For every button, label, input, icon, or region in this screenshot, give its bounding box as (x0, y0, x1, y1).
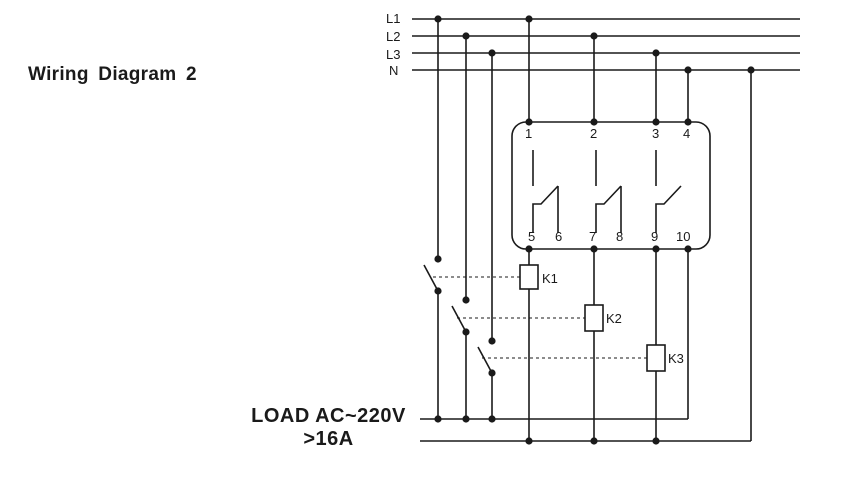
relay-module-box (511, 121, 711, 250)
terminal-2-label: 2 (590, 126, 597, 141)
contactor-pole-l3 (477, 53, 493, 419)
line-label-l3: L3 (386, 47, 400, 62)
relay-contact-2 (595, 150, 622, 233)
module-supply-wires (528, 19, 689, 122)
terminal-6-label: 6 (555, 229, 562, 244)
page-title: Wiring Diagram 2 (28, 64, 197, 85)
supply-bus (412, 18, 800, 71)
contactor-k3-label: K3 (668, 351, 684, 366)
coil-k3 (646, 344, 666, 372)
terminal-7-label: 7 (589, 229, 596, 244)
relay-contact-1 (532, 150, 559, 233)
coil-k1 (519, 264, 539, 290)
coil-k2 (584, 304, 604, 332)
line-label-n: N (389, 63, 398, 78)
load-current-label: >16A (303, 428, 354, 450)
load-label: LOAD AC~220V >16A (236, 405, 421, 451)
relay-contact-3 (655, 150, 682, 233)
line-label-l2: L2 (386, 29, 400, 44)
line-label-l1: L1 (386, 11, 400, 26)
terminal-5-label: 5 (528, 229, 535, 244)
load-voltage-label: LOAD AC~220V (251, 405, 406, 427)
terminal-9-label: 9 (651, 229, 658, 244)
contactor-pole-l2 (451, 36, 467, 419)
junction-dots (434, 15, 755, 445)
terminal-4-label: 4 (683, 126, 690, 141)
contactor-k1-label: K1 (542, 271, 558, 286)
contactor-pole-l1 (423, 19, 439, 419)
contactor-k2-label: K2 (606, 311, 622, 326)
terminal-1-label: 1 (525, 126, 532, 141)
terminal-10-label: 10 (676, 229, 690, 244)
terminal-3-label: 3 (652, 126, 659, 141)
terminal-8-label: 8 (616, 229, 623, 244)
